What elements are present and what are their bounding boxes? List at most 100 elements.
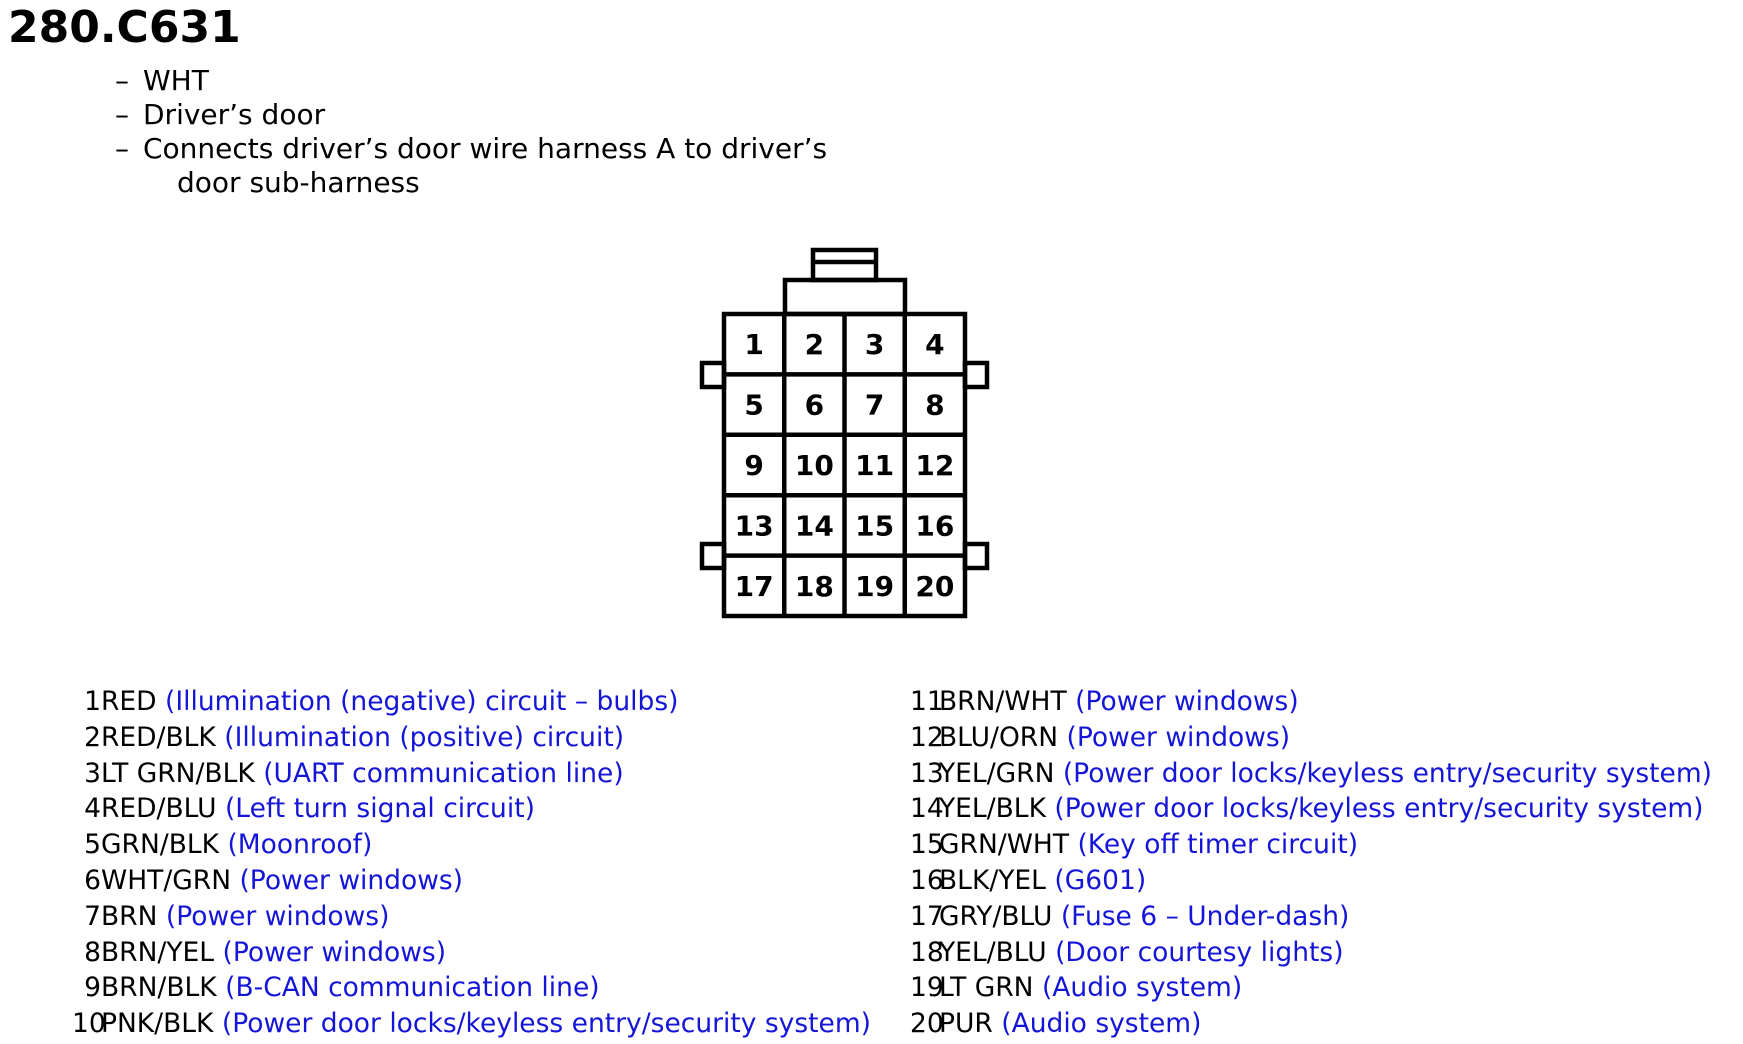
left-latch-bottom — [699, 541, 727, 571]
pin-assignment-row: 11BRN/WHT (Power windows) — [910, 684, 1712, 720]
right-latch-bottom — [962, 541, 990, 571]
cavity-pin-number: 17 — [735, 570, 774, 603]
cavity-pin-number: 12 — [915, 449, 954, 482]
circuit-function: (Power door locks/keyless entry/security… — [1062, 757, 1712, 789]
pin-number: 12 — [910, 721, 944, 753]
pin-assignment-row: 4RED/BLU (Left turn signal circuit) — [72, 791, 871, 827]
circuit-function: (Left turn signal circuit) — [224, 793, 535, 825]
circuit-function: (Illumination (negative) circuit – bulbs… — [165, 686, 679, 717]
circuit-function: (B-CAN communication line) — [225, 972, 600, 1004]
cavity-pin-number: 19 — [855, 570, 894, 603]
circuit-function: (Audio system) — [1001, 1008, 1202, 1040]
cavity-pin-number: 2 — [805, 328, 824, 361]
wire-color: PUR — [939, 1008, 993, 1040]
circuit-function: (Power windows) — [1075, 686, 1299, 717]
circuit-function: (Audio system) — [1041, 972, 1243, 1004]
pin-assignment-row: 8BRN/YEL (Power windows) — [72, 935, 871, 971]
pin-assignment-row: 12BLU/ORN (Power windows) — [910, 720, 1712, 756]
pin-assignment-row: 18YEL/BLU (Door courtesy lights) — [910, 935, 1712, 971]
cavity-pin-number: 16 — [915, 509, 954, 542]
wire-color: WHT/GRN — [101, 864, 232, 896]
cavity-pin-number: 8 — [925, 389, 944, 422]
connector-details: –WHT –Driver’s door –Connects driver’s d… — [115, 64, 827, 200]
detail-line-purpose-continued: door sub-harness — [177, 166, 420, 199]
pin-number: 17 — [910, 900, 944, 932]
pin-assignment-row: 7BRN (Power windows) — [72, 899, 871, 935]
circuit-function: (Power windows) — [165, 900, 390, 932]
circuit-function: (Power door locks/keyless entry/security… — [1054, 793, 1704, 825]
pin-number: 11 — [910, 686, 944, 717]
pin-number: 6 — [84, 864, 101, 896]
pin-assignment-row: 19LT GRN (Audio system) — [910, 970, 1712, 1006]
pin-assignment-row: 14YEL/BLK (Power door locks/keyless entr… — [910, 791, 1712, 827]
wire-color: BRN/WHT — [939, 686, 1067, 717]
right-latch-top — [962, 360, 990, 390]
cavity-pin-number: 4 — [925, 328, 944, 361]
detail-bullet: – — [115, 132, 129, 165]
pin-assignment-row: 5GRN/BLK (Moonroof) — [72, 827, 871, 863]
cavity-pin-number: 5 — [744, 389, 763, 422]
cavity-pin-number: 11 — [855, 449, 894, 482]
pin-number: 2 — [84, 721, 101, 753]
pin-assignment-row: 15GRN/WHT (Key off timer circuit) — [910, 827, 1712, 863]
pin-number: 7 — [84, 900, 101, 932]
left-latch-top — [699, 360, 727, 390]
pin-number: 15 — [910, 829, 944, 861]
circuit-function: (Power windows) — [239, 864, 464, 896]
cavity-pin-number: 7 — [865, 389, 884, 422]
cavity-pin-number: 20 — [915, 570, 954, 603]
pin-number: 3 — [84, 757, 101, 789]
wire-color: PNK/BLK — [101, 1008, 214, 1040]
cavity-pin-number: 13 — [735, 509, 774, 542]
circuit-function: (Power windows) — [1066, 721, 1291, 753]
pin-assignment-row: 13YEL/GRN (Power door locks/keyless entr… — [910, 756, 1712, 792]
circuit-function: (Power windows) — [222, 936, 447, 968]
circuit-function: (Power door locks/keyless entry/security… — [221, 1008, 872, 1040]
pin-number: 9 — [84, 972, 101, 1004]
cavity-pin-number: 6 — [805, 389, 824, 422]
detail-bullet: – — [115, 98, 129, 131]
cavity-pin-number: 1 — [744, 328, 763, 361]
pin-number: 18 — [910, 936, 944, 968]
wire-color: BLK/YEL — [939, 864, 1046, 896]
wire-color: LT GRN — [939, 972, 1034, 1004]
connector-id: 280.C631 — [8, 2, 241, 53]
wire-color: RED — [101, 686, 157, 717]
wire-color: YEL/BLK — [939, 793, 1046, 825]
circuit-function: (UART communication line) — [263, 757, 624, 789]
circuit-function: (Illumination (positive) circuit) — [224, 721, 625, 753]
cavity-pin-number: 18 — [795, 570, 834, 603]
pin-number: 1 — [84, 686, 101, 717]
circuit-function: (Key off timer circuit) — [1077, 829, 1359, 861]
lock-tab — [810, 247, 879, 283]
wire-color: LT GRN/BLK — [101, 757, 255, 789]
wire-color: RED/BLU — [101, 793, 217, 825]
circuit-function: (Moonroof) — [227, 829, 373, 861]
wire-color: BLU/ORN — [939, 721, 1059, 753]
cavity-pin-number: 10 — [795, 449, 834, 482]
pin-assignment-row: 1RED (Illumination (negative) circuit – … — [72, 684, 871, 720]
pin-number: 13 — [910, 757, 944, 789]
cavity-pin-number: 15 — [855, 509, 894, 542]
connector-hood — [782, 277, 908, 317]
pin-assignment-row: 20PUR (Audio system) — [910, 1006, 1712, 1042]
wire-color: BRN/YEL — [101, 936, 215, 968]
pin-assignment-row: 16BLK/YEL (G601) — [910, 863, 1712, 899]
pin-number: 20 — [910, 1008, 944, 1040]
wire-color: RED/BLK — [101, 721, 216, 753]
pin-assignment-row: 9BRN/BLK (B-CAN communication line) — [72, 970, 871, 1006]
pin-list-left: 1RED (Illumination (negative) circuit – … — [72, 684, 871, 1042]
pin-number: 10 — [72, 1008, 106, 1040]
cavity-pin-number: 14 — [795, 509, 834, 542]
pin-assignment-row: 2RED/BLK (Illumination (positive) circui… — [72, 720, 871, 756]
wire-color: GRN/BLK — [101, 829, 220, 861]
pin-number: 14 — [910, 793, 944, 825]
pin-number: 8 — [84, 936, 101, 968]
cavity-pin-number: 9 — [744, 449, 763, 482]
pin-number: 5 — [84, 829, 101, 861]
circuit-function: (Fuse 6 – Under-dash) — [1060, 900, 1350, 932]
detail-line-purpose: –Connects driver’s door wire harness A t… — [115, 132, 828, 165]
pin-assignment-row: 10PNK/BLK (Power door locks/keyless entr… — [72, 1006, 871, 1042]
wire-color: BRN — [101, 900, 158, 932]
